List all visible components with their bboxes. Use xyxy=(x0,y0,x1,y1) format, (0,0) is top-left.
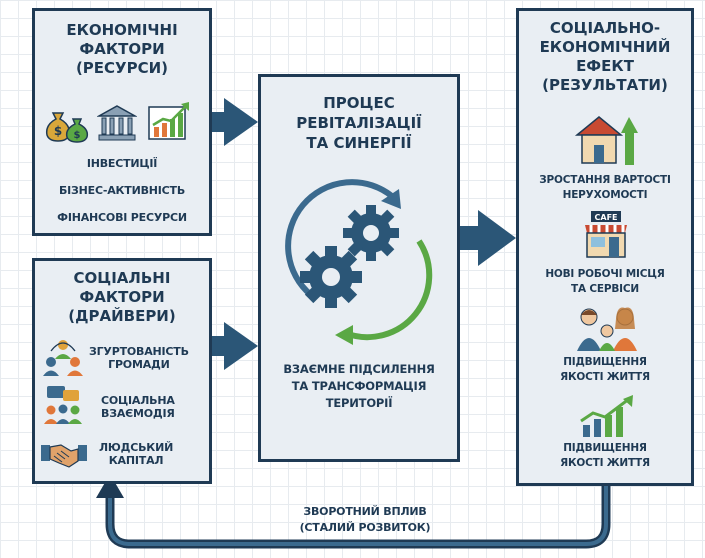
effect-title: СОЦІАЛЬНО- ЕКОНОМІЧНИЙ ЕФЕКТ (РЕЗУЛЬТАТИ… xyxy=(539,19,671,94)
effect-item-quality-of-life-2: ПІДВИЩЕННЯ ЯКОСТІ ЖИТТЯ xyxy=(560,442,650,469)
family-icon xyxy=(575,307,639,357)
cafe-sign-text: CAFE xyxy=(595,213,618,222)
process-title: ПРОЦЕС РЕВІТАЛІЗАЦІЇ ТА СИНЕРГІЇ xyxy=(296,94,422,152)
process-box: ПРОЦЕС РЕВІТАЛІЗАЦІЇ ТА СИНЕРГІЇ xyxy=(258,74,460,462)
effect-item-quality-of-life-1: ПІДВИЩЕННЯ ЯКОСТІ ЖИТТЯ xyxy=(560,356,650,383)
feedback-label: ЗВОРОТНИЙ ВПЛИВ (СТАЛИЙ РОЗВИТОК) xyxy=(299,505,431,534)
svg-text:$: $ xyxy=(54,124,62,138)
house-growth-icon xyxy=(571,111,641,171)
conversation-icon xyxy=(43,385,83,429)
bank-icon xyxy=(96,103,138,147)
social-item-cohesion: ЗГУРТОВАНІСТЬ ГРОМАДИ xyxy=(89,345,189,371)
process-subtitle: ВЗАЄМНЕ ПІДСИЛЕННЯ ТА ТРАНСФОРМАЦІЯ ТЕРИ… xyxy=(283,362,435,410)
economic-factors-title: ЕКОНОМІЧНІ ФАКТОРИ (РЕСУРСИ) xyxy=(66,21,178,77)
gears-cycle-icon xyxy=(273,175,445,357)
svg-text:$: $ xyxy=(74,130,81,141)
growth-chart-icon xyxy=(147,99,191,147)
money-bags-icon: $ $ xyxy=(45,103,91,147)
social-item-interaction: СОЦІАЛЬНА ВЗАЄМОДІЯ xyxy=(101,394,175,420)
arrow-social-to-process xyxy=(212,322,258,370)
effect-item-new-jobs: НОВІ РОБОЧІ МІСЦЯ ТА СЕРВІСИ xyxy=(545,268,665,295)
cafe-shop-icon: CAFE xyxy=(581,209,631,263)
arrow-process-to-effect xyxy=(460,210,516,266)
feedback-arrow-head xyxy=(96,474,124,498)
arrow-economic-to-process xyxy=(212,98,258,146)
economic-item-financial-resources: ФІНАНСОВІ РЕСУРСИ xyxy=(57,211,187,224)
effect-item-property-value: ЗРОСТАННЯ ВАРТОСТІ НЕРУХОМОСТІ xyxy=(539,174,671,201)
handshake-icon xyxy=(41,437,87,475)
social-factors-title: СОЦІАЛЬНІ ФАКТОРИ (ДРАЙВЕРИ) xyxy=(68,269,176,325)
economic-factors-box: ЕКОНОМІЧНІ ФАКТОРИ (РЕСУРСИ) $ $ xyxy=(32,8,212,236)
growth-bars-icon xyxy=(579,395,635,443)
social-item-human-capital: ЛЮДСЬКИЙ КАПІТАЛ xyxy=(99,441,174,467)
effect-box: СОЦІАЛЬНО- ЕКОНОМІЧНИЙ ЕФЕКТ (РЕЗУЛЬТАТИ… xyxy=(516,8,694,486)
social-factors-box: СОЦІАЛЬНІ ФАКТОРИ (ДРАЙВЕРИ) ЗГУРТОВАНІС… xyxy=(32,258,212,484)
economic-item-business-activity: БІЗНЕС-АКТИВНІСТЬ xyxy=(58,184,186,197)
community-icon xyxy=(43,337,83,381)
economic-item-investments: ІНВЕСТИЦІЇ xyxy=(86,157,158,170)
